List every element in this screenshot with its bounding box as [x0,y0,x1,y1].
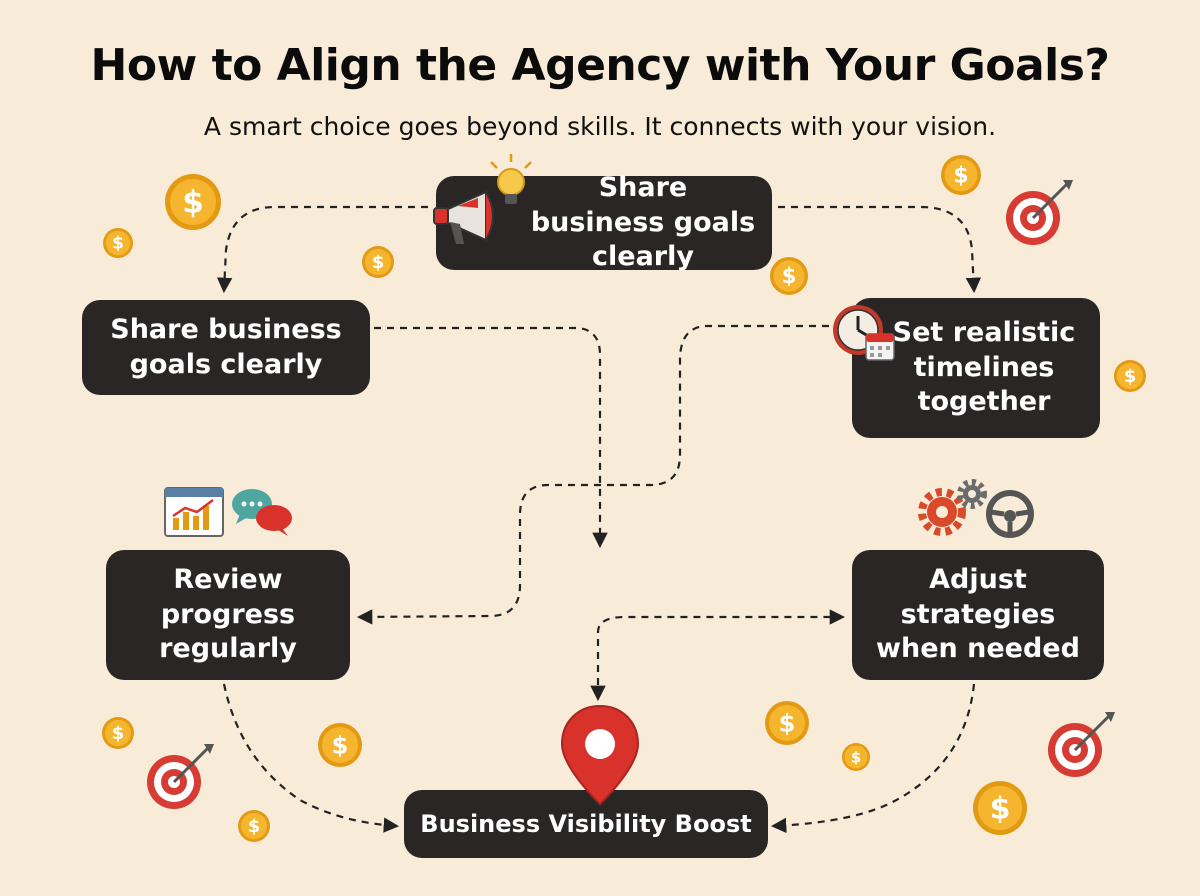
target-icon [147,744,214,809]
svg-text:$: $ [372,252,385,273]
svg-text:$: $ [953,164,968,189]
svg-text:$: $ [782,264,797,288]
connector-adjust-to-outcome [770,683,976,834]
step-label: Adjust strategies when needed [876,564,1080,665]
megaphone-icon [433,190,494,244]
coin-icon: $ [362,246,394,278]
svg-text:$: $ [851,748,861,766]
coin-icon: $ [765,701,809,745]
outcome-box-visibility-boost: Business Visibility Boost [404,790,768,858]
chat-bubbles-icon [232,489,292,536]
svg-text:$: $ [112,723,125,744]
page-subtitle: A smart choice goes beyond skills. It co… [203,112,997,141]
connector-top-to-left [216,205,428,294]
gears-icon [918,479,987,536]
step-label: Review progress regularly [159,564,297,665]
connector-left-to-center [374,326,608,549]
coin-icon: $ [165,174,221,230]
svg-text:$: $ [990,791,1011,826]
coin-icon: $ [770,257,808,295]
target-icon [1048,712,1115,777]
coin-icon: $ [102,717,134,749]
coin-icon: $ [1114,360,1146,392]
connector-right-to-review [356,324,842,625]
step-box-review-progress: Review progress regularly [106,550,350,680]
coin-icon: $ [973,781,1027,835]
coin-icon: $ [318,723,362,767]
coin-icon: $ [941,155,981,195]
step-label: Share business goals clearly [110,313,342,380]
svg-text:$: $ [248,816,261,837]
coin-icon: $ [103,228,133,258]
step-label: Share business goals clearly [530,172,756,273]
step-box-share-goals-left: Share business goals clearly [82,300,370,395]
svg-text:$: $ [332,731,349,759]
svg-text:$: $ [182,185,204,221]
location-pin-icon [560,704,640,806]
connector-top-to-right [778,205,982,294]
page-title: How to Align the Agency with Your Goals? [90,40,1110,91]
chart-window-icon [164,487,224,537]
svg-text:$: $ [779,709,796,737]
step-label: Set realistic timelines together [892,317,1076,418]
svg-text:$: $ [1124,366,1137,387]
svg-text:$: $ [112,234,124,254]
calendar-icon [865,333,895,361]
target-icon [1006,180,1073,245]
coin-icon: $ [842,743,870,771]
steering-wheel-icon [986,490,1034,538]
lightbulb-icon [490,154,532,204]
connector-center-to-adjust [590,609,846,702]
step-box-set-timelines: Set realistic timelines together [852,298,1100,438]
coin-icon: $ [238,810,270,842]
connector-review-to-outcome [222,683,400,833]
outcome-label: Business Visibility Boost [420,809,752,838]
step-box-adjust-strategies: Adjust strategies when needed [852,550,1104,680]
